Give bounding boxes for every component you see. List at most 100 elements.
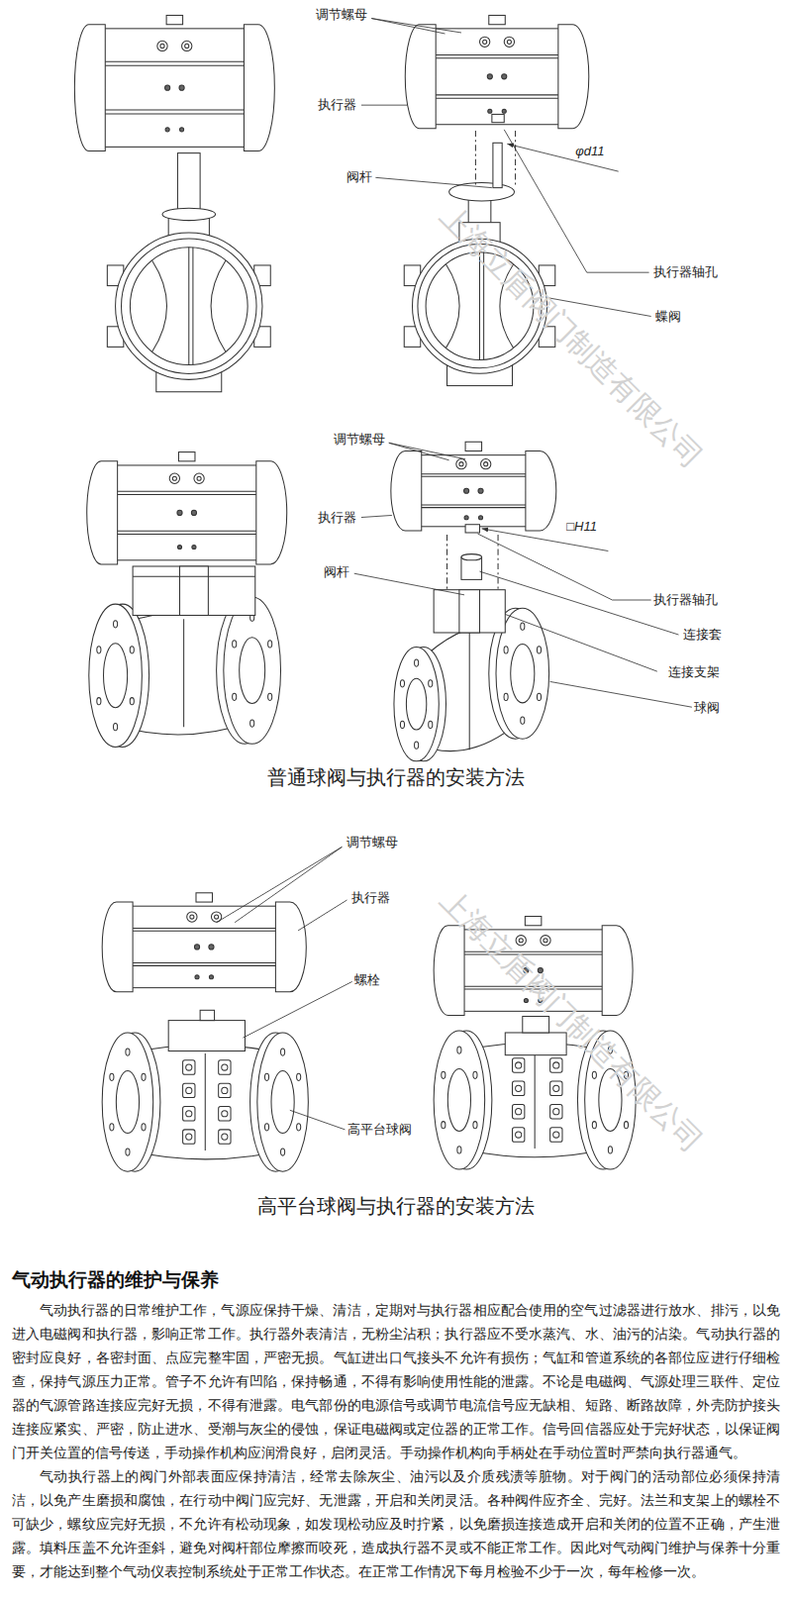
actuator-rib <box>132 927 276 929</box>
mounting-flange <box>449 182 515 201</box>
leader-line <box>506 143 618 172</box>
body-joint <box>469 627 471 750</box>
actuator-rib <box>132 962 276 964</box>
bolt <box>553 1085 560 1091</box>
shaft-hole <box>492 113 504 122</box>
actuator-rib <box>117 530 257 532</box>
air-port <box>191 509 197 515</box>
actuator-rib <box>117 491 257 493</box>
adjusting-nut <box>169 473 180 484</box>
end-cap <box>256 461 288 565</box>
bolt <box>183 1060 196 1075</box>
part-label: 阀杆 <box>323 564 350 581</box>
end-cap <box>275 901 306 992</box>
air-port <box>478 488 484 494</box>
valve-ring <box>121 238 258 375</box>
actuator-rib <box>435 54 559 56</box>
adjusting-nut <box>456 459 467 470</box>
actuator-rib <box>435 98 559 99</box>
leader-line <box>297 899 347 931</box>
section-heading: 气动执行器的维护与保养 <box>11 1269 219 1291</box>
adjusting-nut <box>197 476 201 481</box>
leader-line <box>361 514 393 517</box>
bolt <box>511 1127 524 1142</box>
part-label: 执行器轴孔 <box>653 264 718 281</box>
bolt-hole <box>109 1073 114 1081</box>
bolt-hole <box>250 719 255 727</box>
flange-bore <box>239 637 266 704</box>
watermark: 上海立盾阀门制造有限公司 <box>432 882 710 1160</box>
end-cap <box>433 925 465 1016</box>
bolt <box>550 1081 563 1095</box>
adjusting-nut <box>480 36 491 47</box>
bolt-hole <box>536 646 541 654</box>
drawing <box>74 14 693 1172</box>
bolt-hole <box>141 1123 146 1131</box>
bolt <box>186 1110 193 1117</box>
bolt-hole <box>414 659 419 667</box>
adjusting-nut <box>187 911 198 922</box>
actuator-rib <box>421 476 526 478</box>
leader-line <box>477 533 651 600</box>
leader-line <box>371 18 462 33</box>
bolt <box>183 1129 196 1144</box>
part-label: 执行器 <box>317 97 357 113</box>
actuator-rib <box>132 965 276 967</box>
end-cap <box>601 925 633 1016</box>
mounting-platform <box>168 1020 245 1052</box>
bolt-hole <box>473 1121 478 1129</box>
adjusting-nut <box>190 914 195 919</box>
actuator-rib <box>435 94 559 96</box>
bolt-hole <box>97 697 101 705</box>
bolt-hole <box>536 693 541 700</box>
bolt <box>221 1133 228 1140</box>
mounting-platform <box>504 1032 567 1056</box>
bracket <box>132 576 256 578</box>
bolt-hole <box>592 1071 596 1079</box>
valve-stem <box>493 142 502 188</box>
bolt-hole <box>268 693 273 700</box>
valve-stem <box>192 247 194 366</box>
actuator-rib <box>104 65 244 67</box>
air-port <box>195 975 199 980</box>
leader-line <box>234 846 342 922</box>
figure-caption: 普通球阀与执行器的安装方法 <box>267 766 525 790</box>
actuator-rib <box>421 473 526 475</box>
bolt-hole <box>141 1073 146 1081</box>
bolt-hole <box>623 1121 628 1129</box>
flange-bore <box>405 678 426 730</box>
end-cap <box>101 901 133 992</box>
bolt <box>515 1062 522 1069</box>
air-port <box>487 74 493 80</box>
air-port <box>179 85 185 91</box>
adjusting-nut <box>481 459 492 470</box>
part-label: 调节螺母 <box>346 834 398 851</box>
adjusting-nut <box>484 462 489 467</box>
end-cap <box>87 461 118 565</box>
bolt-hole <box>129 697 134 705</box>
bolt <box>553 1131 560 1138</box>
pinion <box>489 14 505 24</box>
bracket <box>433 590 505 633</box>
bolt <box>218 1060 231 1075</box>
bracket <box>180 566 209 615</box>
actuator-rib <box>117 533 257 535</box>
air-port <box>180 127 185 132</box>
adjusting-nut <box>543 938 548 943</box>
actuator-rib <box>421 504 526 506</box>
bolt-hole <box>297 1123 301 1131</box>
leader-line <box>371 18 445 34</box>
bolt-hole <box>520 716 525 724</box>
dimension-label: φd11 <box>575 143 604 160</box>
bolt-hole <box>503 693 508 700</box>
bolt-hole <box>232 693 237 700</box>
valve-disc <box>210 260 226 352</box>
leader-line <box>504 613 658 672</box>
flange-bore <box>510 644 535 703</box>
flange <box>89 603 143 747</box>
body-joint <box>534 1051 536 1149</box>
air-port <box>464 515 469 520</box>
air-port <box>478 515 483 520</box>
leader-line <box>290 1109 346 1130</box>
